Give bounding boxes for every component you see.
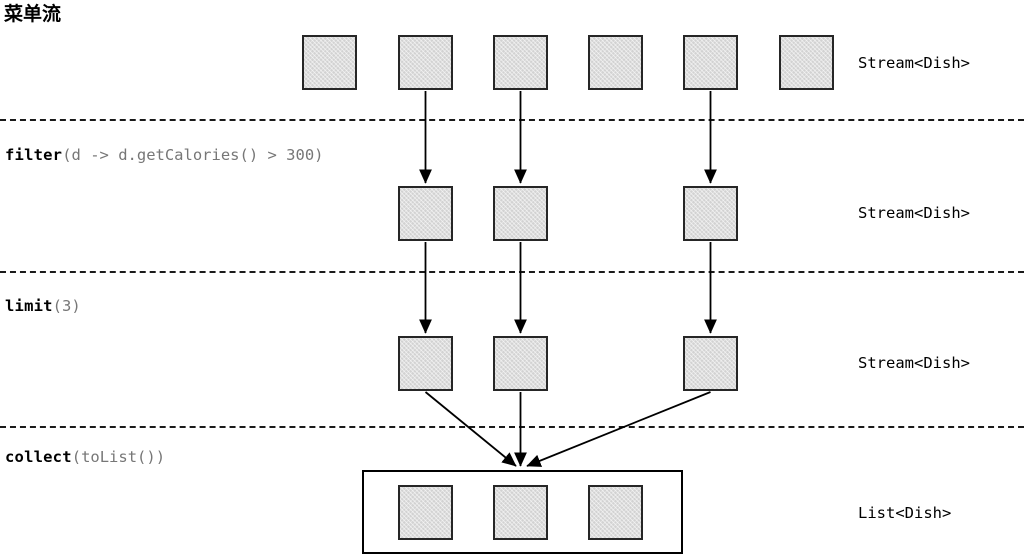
stage-divider-limit [0,271,1024,273]
operation-args-limit: (3) [52,297,81,315]
operation-name-limit: limit [5,297,53,315]
dish-box [588,485,643,540]
operation-args-filter: (d -> d.getCalories() > 300) [62,146,324,164]
arrow-limited-to-list-3 [526,391,711,467]
type-label-limited: Stream<Dish> [858,354,970,372]
operation-label-limit: limit(3) [5,297,81,315]
dish-box [683,336,738,391]
arrow-limited-to-list-1 [424,391,517,467]
type-label-filtered: Stream<Dish> [858,204,970,222]
operation-name-filter: filter [5,146,63,164]
dish-box [779,35,834,90]
dish-box [493,35,548,90]
dish-box [398,336,453,391]
operation-label-filter: filter(d -> d.getCalories() > 300) [5,146,324,164]
dish-box [493,336,548,391]
operation-label-collect: collect(toList()) [5,448,165,466]
dish-box [398,35,453,90]
page-title: 菜单流 [4,3,62,25]
dish-box [398,485,453,540]
dish-box [588,35,643,90]
operation-name-collect: collect [5,448,72,466]
dish-box [493,485,548,540]
dish-box [398,186,453,241]
dish-box [683,186,738,241]
operation-args-collect: (toList()) [71,448,166,466]
type-label-collected: List<Dish> [858,504,952,522]
stage-divider-collect [0,426,1024,428]
type-label-source: Stream<Dish> [858,54,970,72]
dish-box [302,35,357,90]
dish-box [493,186,548,241]
stage-divider-filter [0,119,1024,121]
dish-box [683,35,738,90]
